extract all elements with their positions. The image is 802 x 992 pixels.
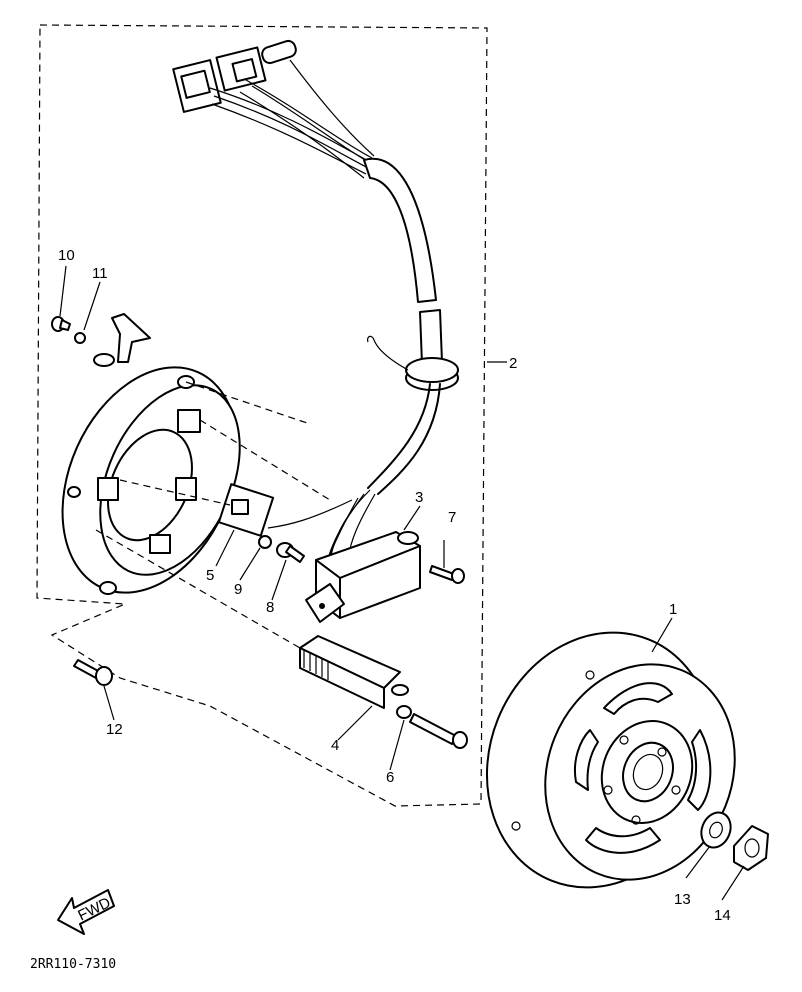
washer-11 (74, 332, 86, 344)
pickup-coil (217, 483, 275, 537)
drawing-code: 2RR110-7310 (30, 957, 116, 972)
harness-grommet (405, 357, 459, 391)
flywheel-rotor (485, 631, 736, 889)
callout-5: 5 (206, 567, 214, 584)
assembly-boundary (36, 24, 488, 807)
callout-7: 7 (448, 509, 456, 526)
callout-3: 3 (415, 489, 423, 506)
charge-coil (305, 531, 421, 623)
screw-10 (51, 316, 71, 332)
callout-11: 11 (92, 265, 108, 282)
callout-14: 14 (714, 907, 731, 924)
callout-4: 4 (331, 737, 339, 754)
bracket (93, 313, 151, 367)
screw-8 (276, 542, 305, 563)
leader-lines (59, 265, 745, 901)
callout-13: 13 (674, 891, 691, 908)
washer-9 (258, 535, 272, 549)
lighting-coil (299, 635, 409, 709)
callout-10: 10 (58, 247, 75, 264)
stator-plate (61, 366, 241, 595)
screw-12 (73, 659, 113, 686)
callout-9: 9 (234, 581, 242, 598)
nut-14 (733, 825, 769, 871)
callout-12: 12 (106, 721, 123, 738)
fwd-arrow-icon: FWD (57, 889, 115, 935)
screw-6 (409, 713, 468, 749)
callout-8: 8 (266, 599, 274, 616)
alignment-lines (95, 381, 331, 649)
harness-wires (209, 59, 375, 179)
harness-connectors (172, 39, 297, 113)
harness-sheath (363, 157, 437, 303)
screw-7 (429, 565, 465, 584)
callout-6: 6 (386, 769, 394, 786)
callout-1: 1 (669, 601, 677, 618)
callout-2: 2 (509, 355, 517, 372)
